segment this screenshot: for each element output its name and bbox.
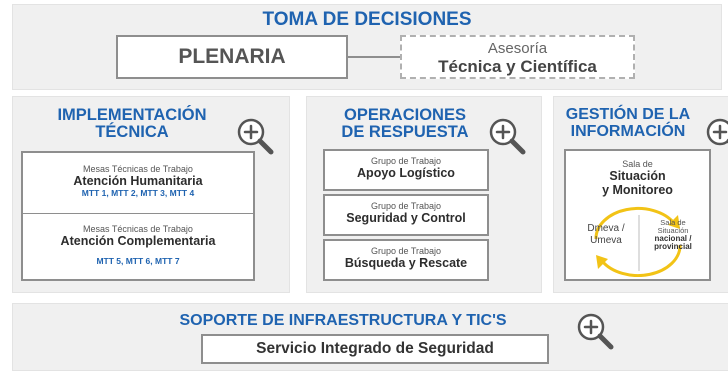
toma-decisiones-title: TOMA DE DECISIONES	[262, 9, 472, 30]
sala-nacional-line1: Sala de	[660, 218, 686, 227]
plenaria-label: PLENARIA	[178, 45, 286, 68]
operaciones-title-line2: DE RESPUESTA	[341, 123, 469, 142]
busqueda-rescate-label: Búsqueda y Rescate	[344, 256, 468, 270]
sala-nacional-line3: nacional /	[654, 233, 692, 243]
sala-nacional-label: Sala de Situación nacional / provincial	[642, 219, 704, 252]
dmeva-line1: Dmeva /	[587, 223, 625, 234]
plenaria-asesoria-connector	[348, 56, 400, 58]
apoyo-logistico-label: Apoyo Logístico	[357, 166, 455, 180]
sala-nacional-line2: Situación	[657, 225, 689, 235]
soporte-zoom-icon[interactable]	[575, 312, 617, 354]
servicio-integrado-label: Servicio Integrado de Seguridad	[256, 340, 494, 357]
atencion-humanitaria-small: Mesas Técnicas de Trabajo	[83, 164, 193, 174]
servicio-integrado-box: Servicio Integrado de Seguridad	[201, 334, 549, 364]
busqueda-rescate-small: Grupo de Trabajo	[370, 246, 442, 256]
busqueda-rescate-box: Grupo de Trabajo Búsqueda y Rescate	[323, 239, 489, 281]
dmeva-line2: Umeva	[590, 234, 622, 246]
implementacion-title: IMPLEMENTACIÓN TÉCNICA	[25, 106, 239, 142]
operaciones-title-line1: OPERACIONES	[344, 106, 466, 124]
seguridad-control-label: Seguridad y Control	[346, 211, 466, 225]
sala-situacion-small: Sala de	[622, 159, 653, 169]
gestion-title: GESTIÓN DE LA INFORMACIÓN	[558, 106, 698, 141]
apoyo-logistico-small: Grupo de Trabajo	[370, 156, 442, 166]
plenaria-box: PLENARIA	[116, 35, 348, 79]
operaciones-zoom-icon[interactable]	[487, 117, 529, 159]
dmeva-label: Dmeva / Umeva	[580, 223, 632, 246]
implementacion-panel: IMPLEMENTACIÓN TÉCNICA Mesas Técnicas de…	[12, 96, 290, 293]
gestion-title-line1: GESTIÓN DE LA	[565, 106, 691, 123]
gestion-zoom-icon[interactable]	[704, 117, 728, 159]
gestion-title-line2: INFORMACIÓN	[570, 122, 686, 140]
seguridad-control-box: Grupo de Trabajo Seguridad y Control	[323, 194, 489, 236]
atencion-humanitaria-label: Atención Humanitaria	[73, 174, 203, 188]
asesoria-line1: Asesoría	[487, 40, 548, 57]
implementacion-title-line1: IMPLEMENTACIÓN	[57, 106, 207, 124]
toma-decisiones-panel: TOMA DE DECISIONES PLENARIA Asesoría Téc…	[12, 4, 722, 90]
asesoria-line2: Técnica y Científica	[438, 57, 597, 76]
gestion-panel: GESTIÓN DE LA INFORMACIÓN Sala de Situac…	[553, 96, 728, 293]
implementacion-title-line2: TÉCNICA	[95, 123, 169, 142]
atencion-complementaria-label: Atención Complementaria	[60, 234, 216, 248]
sala-situacion-line1: Situación	[609, 169, 666, 183]
atencion-complementaria-small: Mesas Técnicas de Trabajo	[83, 224, 193, 234]
seguridad-control-small: Grupo de Trabajo	[370, 201, 442, 211]
asesoria-box: Asesoría Técnica y Científica	[400, 35, 635, 79]
atencion-complementaria-box: Mesas Técnicas de Trabajo Atención Compl…	[21, 213, 255, 281]
sala-situacion-line2: y Monitoreo	[602, 183, 673, 197]
sala-nacional-line4: provincial	[654, 242, 692, 252]
atencion-humanitaria-mtt: MTT 1, MTT 2, MTT 3, MTT 4	[81, 188, 195, 198]
operaciones-panel: OPERACIONES DE RESPUESTA Grupo de Trabaj…	[306, 96, 542, 293]
atencion-complementaria-mtt: MTT 5, MTT 6, MTT 7	[96, 256, 180, 266]
sala-situacion-box: Sala de Situación y Monitoreo Dmeva / Um…	[564, 149, 711, 281]
apoyo-logistico-box: Grupo de Trabajo Apoyo Logístico	[323, 149, 489, 191]
cycle-arrows-icon	[594, 206, 682, 277]
implementacion-zoom-icon[interactable]	[235, 117, 277, 159]
operaciones-title: OPERACIONES DE RESPUESTA	[315, 106, 495, 142]
soporte-title: SOPORTE DE INFRAESTRUCTURA Y TIC'S	[179, 312, 507, 329]
soporte-panel: SOPORTE DE INFRAESTRUCTURA Y TIC'S Servi…	[12, 303, 728, 371]
atencion-humanitaria-box: Mesas Técnicas de Trabajo Atención Human…	[21, 151, 255, 215]
